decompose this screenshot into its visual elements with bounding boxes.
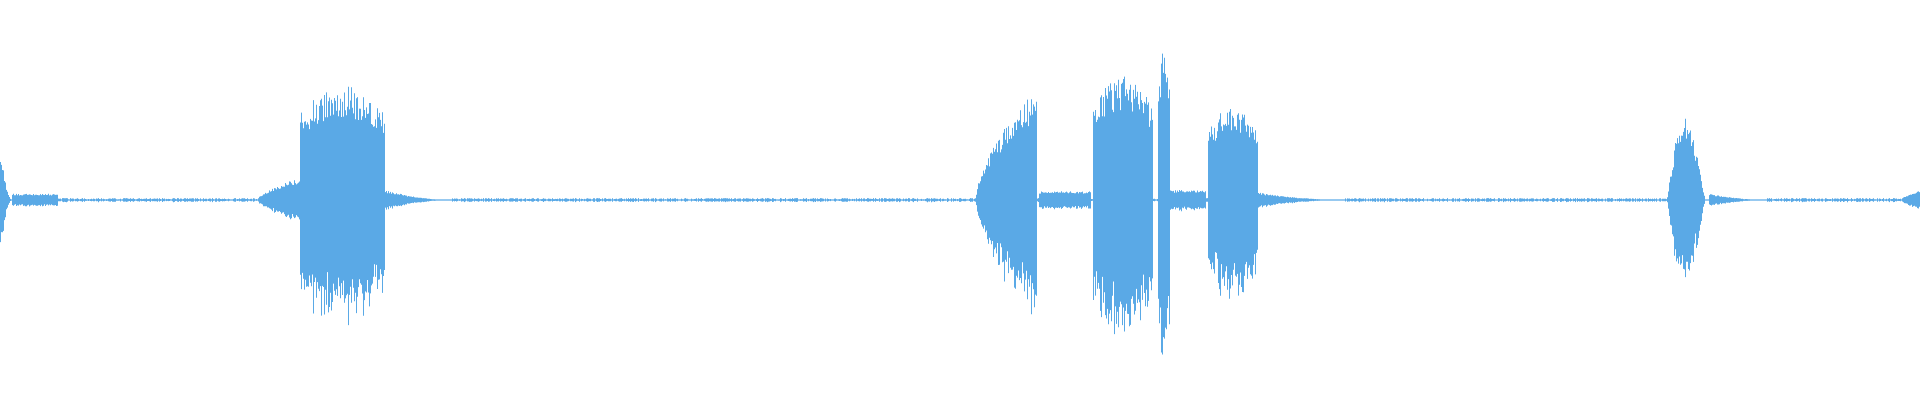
waveform-trace bbox=[0, 53, 1920, 355]
